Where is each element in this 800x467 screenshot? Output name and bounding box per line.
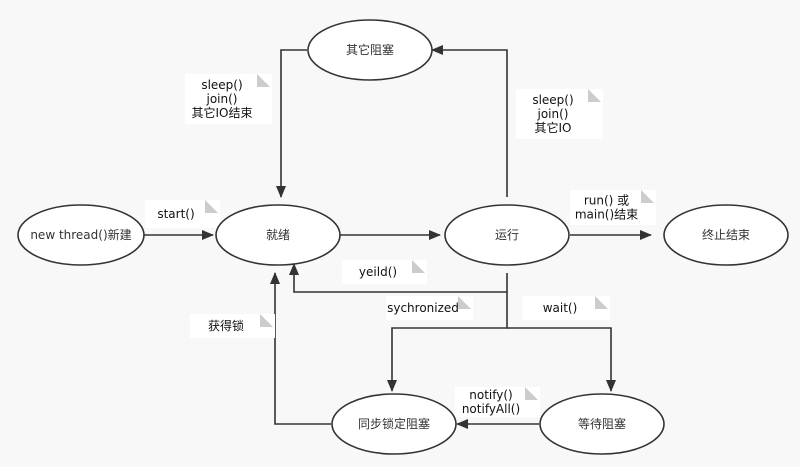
state-ready-label: 就绪: [266, 228, 290, 242]
state-sync-blocked[interactable]: 同步锁定阻塞: [331, 393, 457, 455]
note-fold-icon: [257, 74, 270, 87]
note-text-line: sychronized: [387, 301, 459, 315]
edge-other-blocked-to-ready: [276, 49, 307, 198]
state-running-label: 运行: [495, 228, 519, 242]
edge-running-to-wait-blocked: [507, 327, 616, 392]
edge-running-to-other-blocked: [431, 45, 508, 197]
state-ready[interactable]: 就绪: [215, 204, 341, 266]
edge-running-to-sync-blocked: [387, 292, 508, 392]
note-fold-icon: [588, 89, 601, 102]
note-fold-icon: [525, 387, 538, 400]
note-text-line: notifyAll(): [462, 402, 520, 416]
note-start: start(): [145, 200, 220, 228]
note-text-line: sleep(): [201, 78, 242, 92]
state-wait-blocked[interactable]: 等待阻塞: [539, 393, 665, 455]
note-lock: 获得锁: [190, 314, 275, 338]
note-text-line: 其它IO: [535, 120, 572, 135]
state-terminated-label: 终止结束: [702, 227, 750, 242]
note-text-line: sleep(): [532, 93, 573, 107]
note-other-end: sleep()join()其它IO结束: [185, 74, 272, 124]
state-new-label: new thread()新建: [30, 227, 131, 242]
note-text-line: start(): [157, 207, 194, 221]
state-terminated[interactable]: 终止结束: [663, 204, 789, 266]
note-text-line: wait(): [543, 301, 578, 315]
note-synchronized: sychronized: [386, 296, 473, 320]
note-text-line: join(): [537, 107, 569, 121]
note-notify: notify()notifyAll(): [455, 387, 540, 417]
note-text-line: 获得锁: [208, 318, 244, 333]
state-sync-blocked-label: 同步锁定阻塞: [358, 416, 430, 431]
state-other-blocked-label: 其它阻塞: [346, 42, 394, 57]
note-fold-icon: [205, 200, 218, 213]
note-text-line: main()结束: [575, 208, 638, 222]
state-other-blocked[interactable]: 其它阻塞: [307, 19, 433, 81]
note-fold-icon: [412, 260, 425, 273]
state-new[interactable]: new thread()新建: [17, 204, 145, 266]
edge-running-to-ready-yield: [289, 263, 508, 293]
note-wait: wait(): [523, 296, 610, 320]
edge-sync-blocked-to-ready: [270, 272, 331, 425]
note-text-line: join(): [206, 92, 238, 106]
note-text-line: 其它IO结束: [192, 105, 253, 120]
note-text-line: run() 或: [584, 194, 629, 208]
note-fold-icon: [641, 190, 654, 203]
note-yield: yeild(): [342, 260, 427, 284]
note-text-line: yeild(): [359, 265, 397, 279]
note-other-start: sleep()join()其它IO: [516, 89, 603, 139]
note-fold-icon: [260, 314, 273, 327]
note-text-line: notify(): [469, 388, 512, 402]
state-wait-blocked-label: 等待阻塞: [578, 416, 626, 431]
note-fold-icon: [595, 296, 608, 309]
note-fold-icon: [458, 296, 471, 309]
state-running[interactable]: 运行: [444, 204, 570, 266]
